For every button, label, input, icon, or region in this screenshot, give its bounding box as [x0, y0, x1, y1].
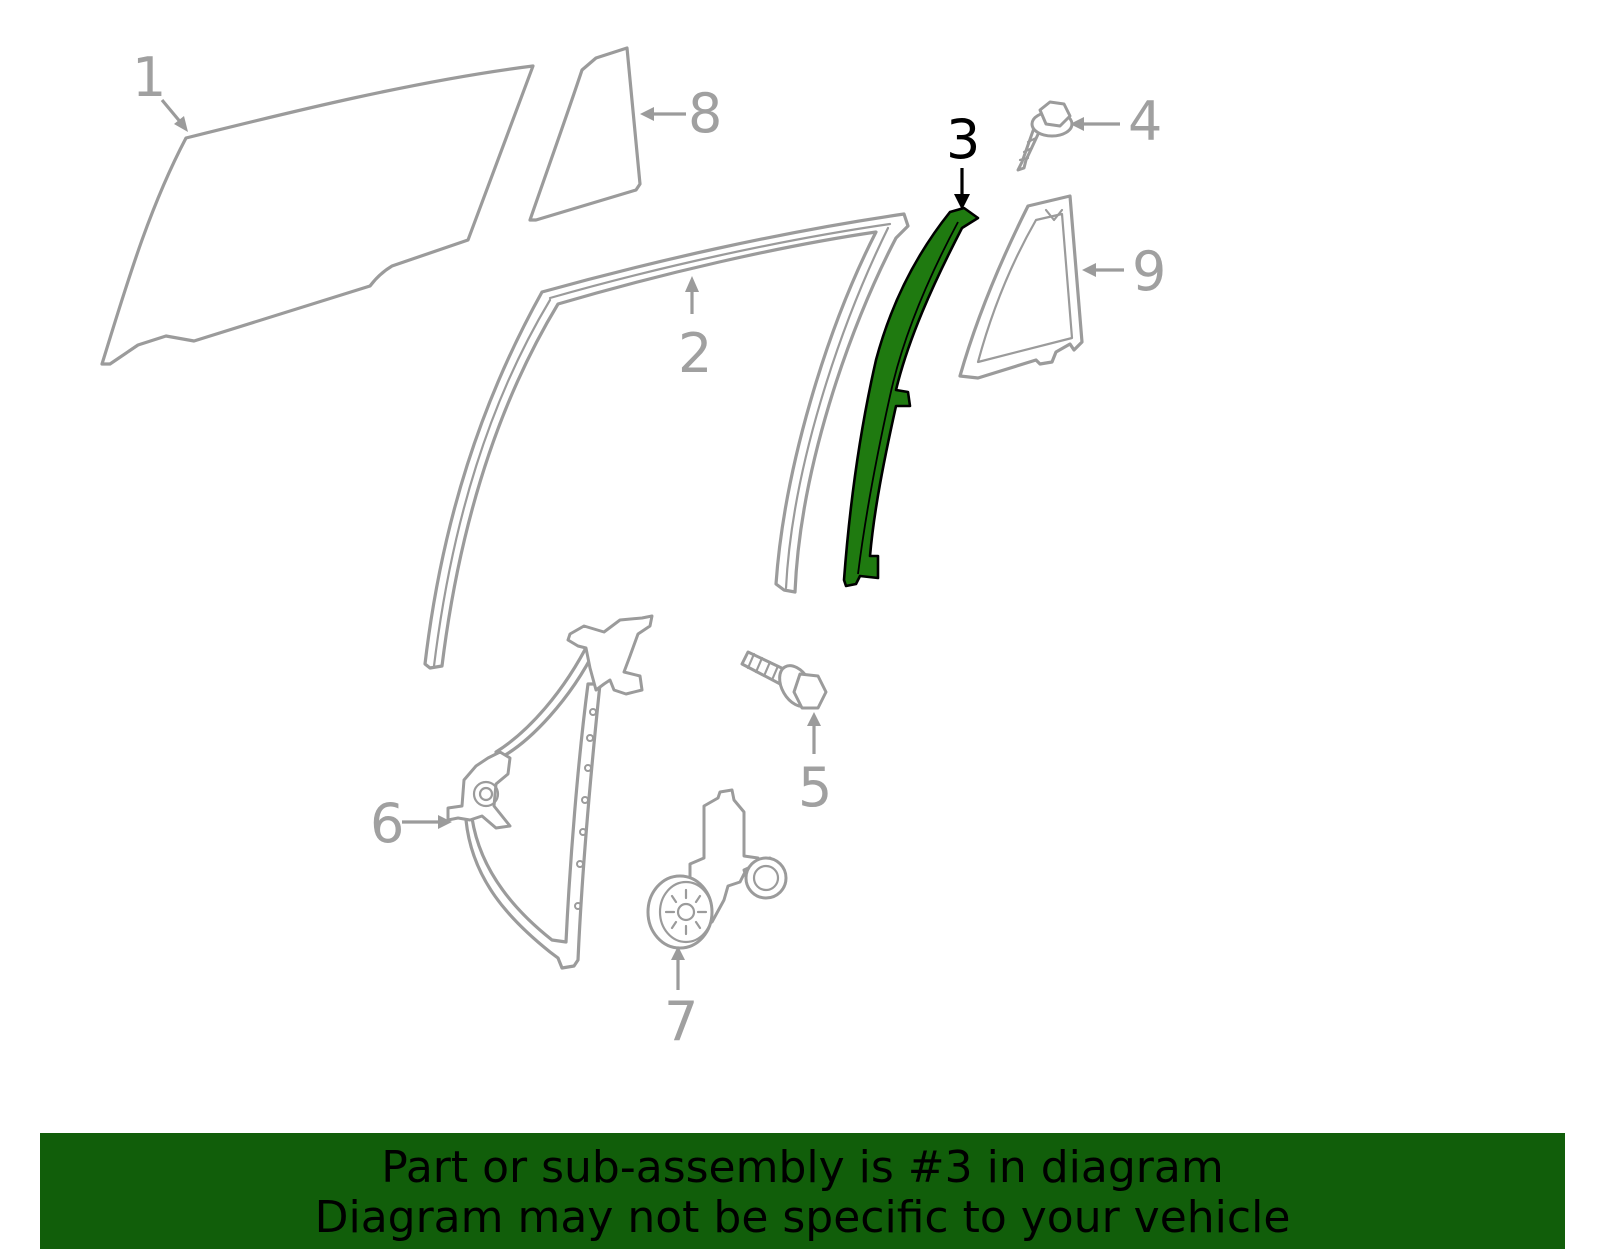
part-8-quarter-glass[interactable] — [528, 46, 642, 222]
leader-9 — [1082, 263, 1124, 277]
callout-5: 5 — [798, 756, 832, 819]
info-banner: Part or sub-assembly is #3 in diagram Di… — [40, 1133, 1565, 1249]
callout-4: 4 — [1128, 90, 1162, 153]
leader-8 — [640, 107, 686, 121]
part-3-glass-run-channel-highlighted[interactable] — [842, 206, 980, 588]
leader-4 — [1070, 117, 1120, 131]
part-9-rear-quarter-frame[interactable] — [958, 194, 1084, 380]
callout-8: 8 — [688, 82, 722, 145]
part-6-window-regulator[interactable] — [446, 614, 654, 970]
leader-7 — [671, 946, 685, 990]
callout-2: 2 — [678, 322, 712, 385]
callout-6: 6 — [370, 792, 404, 855]
part-2-run-channel[interactable] — [423, 212, 910, 670]
part-7-regulator-motor[interactable] — [646, 788, 788, 950]
leader-3 — [954, 168, 970, 210]
callout-3: 3 — [946, 108, 980, 171]
leader-5 — [807, 712, 821, 754]
callout-7: 7 — [664, 990, 698, 1053]
part-5-bolt[interactable] — [740, 650, 828, 712]
banner-line-part: Part or sub-assembly is #3 in diagram — [381, 1142, 1224, 1193]
part-4-screw[interactable] — [1016, 100, 1074, 172]
leader-6 — [402, 815, 452, 829]
callout-9: 9 — [1132, 240, 1166, 303]
leader-1 — [160, 98, 188, 132]
leader-2 — [685, 276, 699, 314]
callout-1: 1 — [132, 46, 166, 109]
part-1-door-glass[interactable] — [100, 64, 535, 366]
banner-line-disclaimer: Diagram may not be specific to your vehi… — [314, 1192, 1291, 1243]
